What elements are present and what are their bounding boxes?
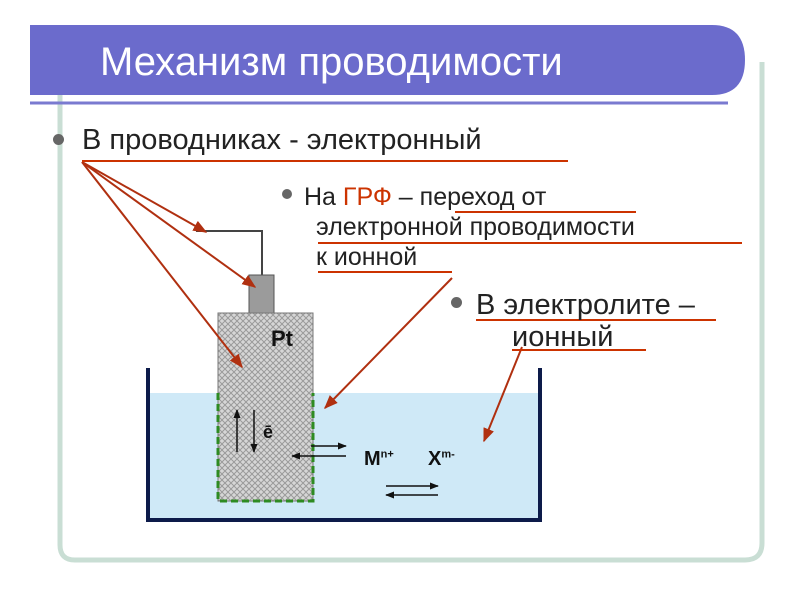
cation-label: Mn+ [364,448,394,470]
bullet-interface-line3: к ионной [316,243,418,271]
bullet-electrolyte-line2: ионный [512,321,614,353]
title-bar [30,25,745,95]
pointer-arrow-cap [81,161,257,288]
bullet-conductors: В проводниках - электронный [82,124,482,156]
slide-title: Механизм проводимости [100,40,563,84]
interface-abbr: ГРФ [342,183,392,211]
slide-border [57,62,765,563]
electron-label: ē [263,422,274,442]
anion-label: Xm- [428,448,455,470]
bullet-interface-line1: На ГРФ – переход от [304,183,547,211]
electrode-body [217,312,314,502]
interface-boundary [216,393,315,503]
bullet-dot-3 [451,297,462,308]
vessel [146,368,542,522]
electrode-label: Pt [271,326,293,351]
electrode-cap [248,274,275,314]
bullet-dot-2 [282,189,292,199]
electrode-wire [196,230,263,276]
bullet-dot-1 [53,134,64,145]
bullet-interface-line2: электронной проводимости [316,213,635,241]
pointer-arrow-electrode [81,161,243,369]
pointer-arrow-interface [324,277,453,410]
bullet-electrolyte-line1: В электролите – [476,289,695,321]
pointer-arrow-wire [81,161,208,233]
pointer-arrow-electrolyte [483,346,523,443]
